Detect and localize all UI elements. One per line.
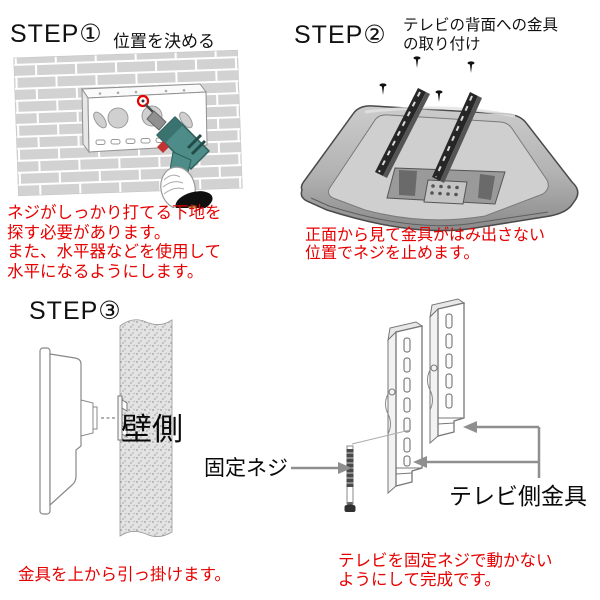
screw-arrow-icon (291, 462, 352, 474)
screws (379, 56, 475, 102)
step1-subtitle: 位置を決める (113, 32, 215, 51)
wall-section (119, 319, 173, 537)
rail-right (427, 298, 466, 445)
connector-holes (430, 184, 459, 197)
hand-icon (160, 166, 213, 208)
bracket-pointer-arrows (413, 421, 541, 478)
step3-title: STEP③ (29, 297, 122, 325)
step1-title: STEP① (10, 20, 103, 48)
tv-side-view (39, 347, 118, 515)
drill-icon (144, 103, 210, 189)
wall-side-label: 壁側 (121, 412, 183, 447)
tv-rail-right (432, 92, 482, 183)
rail-left (385, 321, 424, 495)
step3-note: 金具を上から引っ掛けます。 (18, 566, 231, 584)
step2-title: STEP② (294, 21, 387, 49)
step2-illustration (300, 56, 579, 232)
step4-note: テレビを固定ネジで動かない ようにして完成です。 (338, 552, 553, 589)
step1-note: ネジがしっかり打てる下地を 探す必要があります。 また、水平器などを使用して 水… (7, 204, 222, 281)
step2-subtitle: テレビの背面への金具 の取り付け (403, 17, 559, 53)
wall-bracket-hook (117, 395, 128, 441)
tv-bracket-label: テレビ側金具 (449, 483, 587, 509)
tv-rail-left (375, 88, 430, 178)
tv-bracket-illustration (344, 298, 541, 512)
step3-illustration (39, 319, 173, 537)
step2-note: 正面から見て金具がはみ出さない 位置でネジを止めます。 (305, 227, 546, 262)
fixing-screw-label: 固定ネジ (204, 457, 288, 480)
step1-illustration (13, 49, 243, 208)
